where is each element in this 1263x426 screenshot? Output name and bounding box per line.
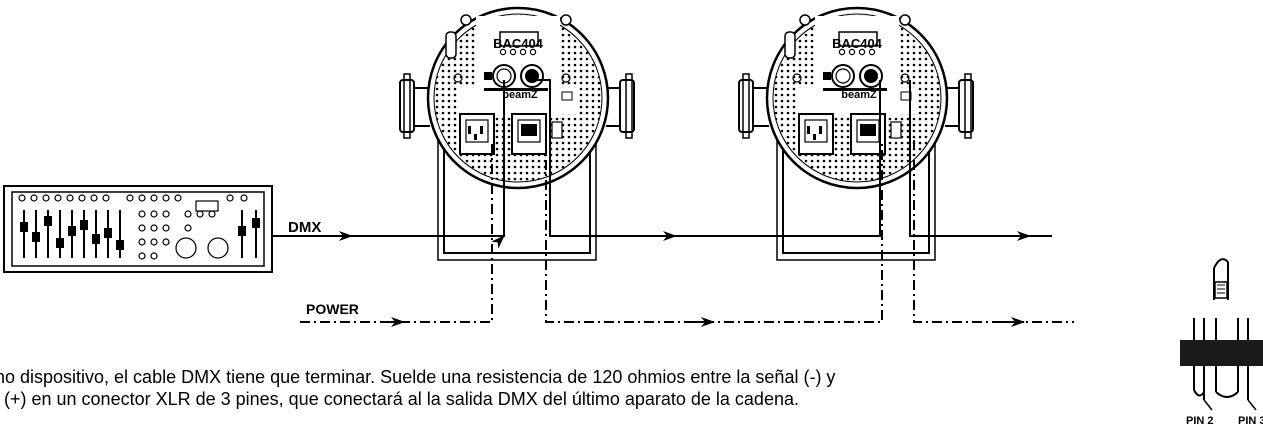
termination-instructions: imo dispositivo, el cable DMX tiene que … bbox=[0, 366, 1146, 410]
pin-3-label: PIN 3 bbox=[1238, 415, 1263, 426]
pin-2-label: PIN 2 bbox=[1186, 415, 1214, 426]
power-line bbox=[300, 140, 1074, 323]
caption-line-2: (+) en un conector XLR de 3 pines, que c… bbox=[4, 389, 799, 409]
xlr-terminator-connector: PIN 2 PIN 3 bbox=[1180, 258, 1263, 426]
fixture-2: BAC404 beamZ bbox=[737, 6, 975, 262]
dmx-label: DMX bbox=[288, 219, 321, 236]
fixture-brand-label: beamZ bbox=[841, 89, 877, 101]
fixture-model-label: BAC404 bbox=[493, 36, 544, 51]
dmx-signal-line bbox=[272, 79, 1052, 249]
fixture-model-label: BAC404 bbox=[832, 36, 883, 51]
power-label: POWER bbox=[306, 301, 359, 317]
dmx-controller bbox=[3, 185, 273, 273]
fixture-brand-label: beamZ bbox=[502, 89, 538, 101]
fixture-1: BAC404 beamZ bbox=[398, 6, 636, 262]
caption-line-1: imo dispositivo, el cable DMX tiene que … bbox=[0, 367, 836, 387]
